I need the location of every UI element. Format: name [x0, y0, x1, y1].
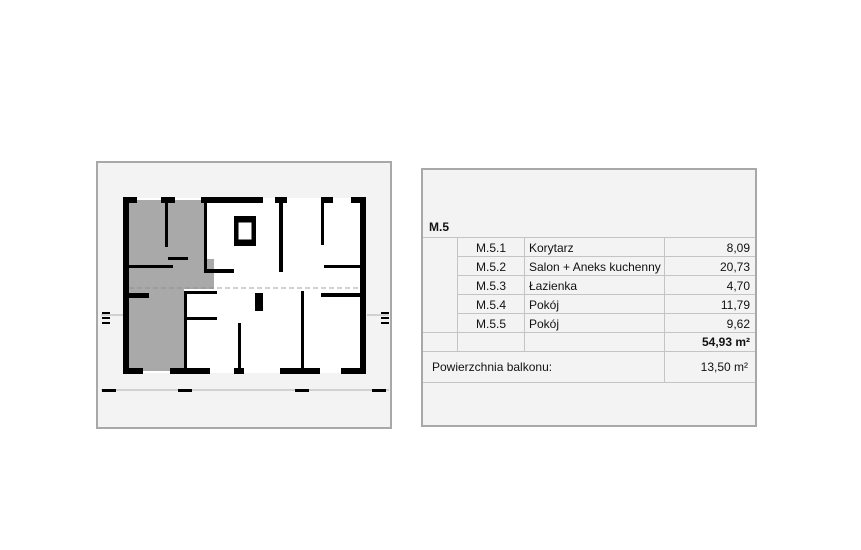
highlighted-apartment: [128, 200, 214, 371]
room-name: Pokój: [529, 298, 560, 312]
balcony-area: 13,50 m²: [700, 360, 748, 374]
room-name: Salon + Aneks kuchenny: [529, 260, 661, 274]
room-name: Łazienka: [529, 279, 578, 293]
room-name: Korytarz: [529, 241, 574, 255]
room-id: M.5.4: [476, 298, 507, 312]
room-area: 9,62: [726, 317, 750, 331]
room-name: Pokój: [529, 317, 560, 331]
floor-plan-drawing: [101, 197, 389, 392]
room-id: M.5.3: [476, 279, 507, 293]
balcony-markers: [102, 312, 389, 392]
room-id: M.5.5: [476, 317, 507, 331]
room-id: M.5.2: [476, 260, 507, 274]
room-id: M.5.1: [476, 241, 507, 255]
room-area: 4,70: [726, 279, 750, 293]
room-area: 11,79: [720, 298, 750, 312]
room-area: 20,73: [719, 260, 750, 274]
total-area: 54,93 m²: [701, 335, 750, 349]
balcony-label: Powierzchnia balkonu:: [432, 360, 553, 374]
floor-plan-panel: [96, 161, 392, 429]
unit-id: M.5: [429, 220, 450, 234]
room-area: 8,09: [726, 241, 750, 255]
